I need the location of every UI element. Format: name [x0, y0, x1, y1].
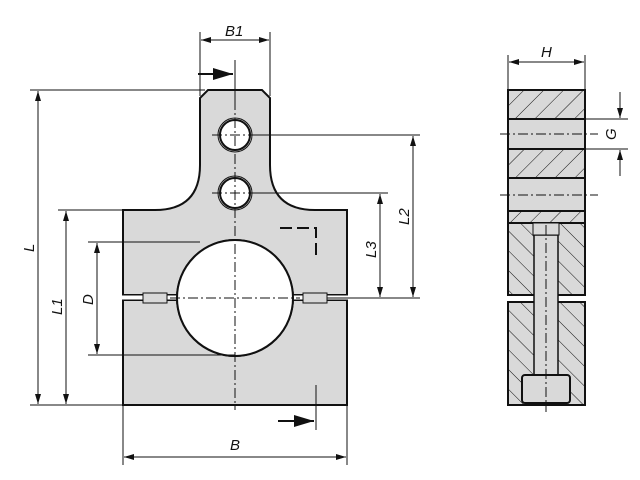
screw-slot-right [302, 292, 328, 304]
dim-label-b: B [230, 437, 240, 454]
dim-label-h: H [541, 44, 552, 61]
dim-label-g: G [603, 128, 620, 140]
screw-slot-left [142, 292, 168, 304]
front-view: B1 L L1 D L3 L2 B [21, 23, 420, 465]
dim-label-b1: B1 [225, 23, 243, 40]
side-view: H G [500, 44, 628, 412]
dim-label-l3: L3 [363, 241, 380, 258]
dim-label-l1: L1 [49, 298, 66, 315]
dim-label-l: L [21, 244, 38, 252]
dim-label-d: D [80, 294, 97, 305]
dim-label-l2: L2 [396, 208, 413, 225]
